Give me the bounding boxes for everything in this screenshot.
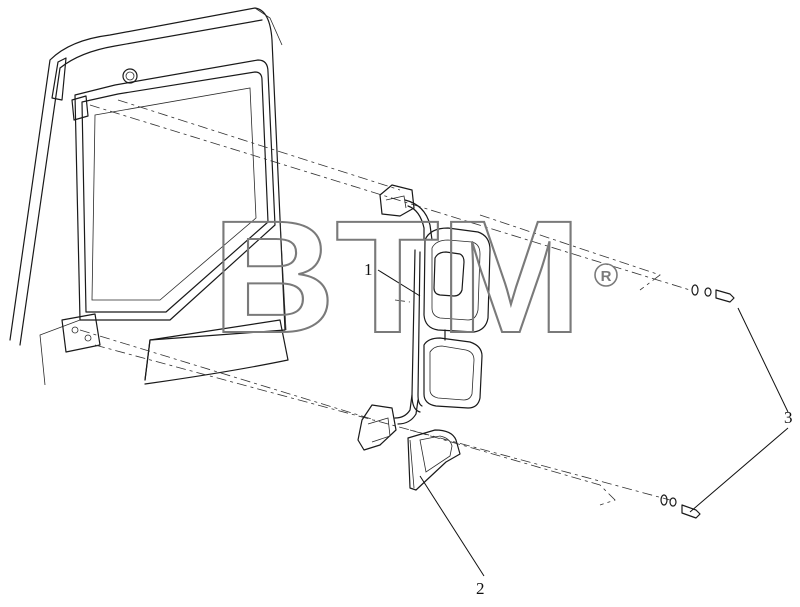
registered-circle bbox=[594, 263, 618, 287]
fastener-set-upper bbox=[691, 284, 735, 303]
bracket-cover bbox=[407, 429, 461, 491]
callout-3: 3 bbox=[784, 408, 793, 427]
callout-leaders bbox=[377, 269, 789, 577]
callout-2: 2 bbox=[476, 579, 485, 598]
cab-door-frame bbox=[9, 7, 289, 386]
callout-1: 1 bbox=[364, 260, 373, 279]
watermark-text: BTM bbox=[212, 187, 582, 366]
assembly-centerlines bbox=[79, 99, 691, 506]
btm-watermark: BTM R bbox=[211, 186, 618, 367]
mirror-assembly bbox=[357, 184, 491, 451]
fastener-set-lower bbox=[660, 494, 701, 519]
registered-mark: R bbox=[601, 268, 612, 285]
